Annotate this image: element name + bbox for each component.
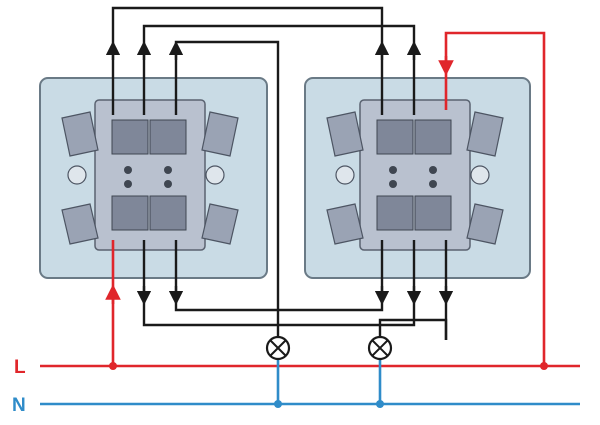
terminal-hole	[429, 166, 437, 174]
terminal-block	[111, 195, 149, 231]
clip-left	[326, 111, 364, 157]
terminal-block	[149, 119, 187, 155]
lamp-cross	[269, 339, 287, 357]
screw	[335, 165, 355, 185]
screw	[470, 165, 490, 185]
clip-left-bottom	[61, 203, 99, 245]
junction-dot	[540, 362, 548, 370]
label-neutral: N	[12, 395, 26, 416]
terminal-hole	[164, 166, 172, 174]
neutral-wires	[40, 359, 580, 406]
double-switch-right	[304, 77, 531, 279]
top-wires	[111, 6, 416, 340]
clip-left-bottom	[326, 203, 364, 245]
live-arrows	[105, 56, 454, 304]
wire-to-lamp-right	[378, 318, 448, 340]
wire-bottom-left-outer	[142, 240, 416, 327]
terminal-hole	[124, 166, 132, 174]
wire-bottom-left-inner	[174, 240, 384, 312]
terminal-block	[414, 119, 452, 155]
top-arrows	[105, 40, 422, 60]
terminal-block	[376, 195, 414, 231]
wire-top-inner	[174, 40, 280, 340]
junction-dot	[376, 400, 384, 408]
wire-top-middle	[142, 24, 416, 115]
double-switch-left	[39, 77, 268, 279]
label-live: L	[14, 357, 26, 378]
screw	[67, 165, 87, 185]
screw	[205, 165, 225, 185]
clip-right	[201, 111, 239, 157]
clip-right-bottom	[466, 203, 504, 245]
terminal-hole	[389, 180, 397, 188]
clip-left	[61, 111, 99, 157]
wire-top-outer	[111, 6, 384, 115]
terminal-block	[414, 195, 452, 231]
lamp-right	[367, 335, 393, 361]
bottom-arrows	[136, 286, 454, 306]
junction-dot	[274, 400, 282, 408]
clip-right-bottom	[201, 203, 239, 245]
terminal-hole	[124, 180, 132, 188]
lamp-cross	[371, 339, 389, 357]
terminal-hole	[429, 180, 437, 188]
terminal-block	[149, 195, 187, 231]
clip-right	[466, 111, 504, 157]
junction-dot	[109, 362, 117, 370]
terminal-block	[376, 119, 414, 155]
lamp-left	[265, 335, 291, 361]
terminal-block	[111, 119, 149, 155]
terminal-hole	[389, 166, 397, 174]
terminal-hole	[164, 180, 172, 188]
